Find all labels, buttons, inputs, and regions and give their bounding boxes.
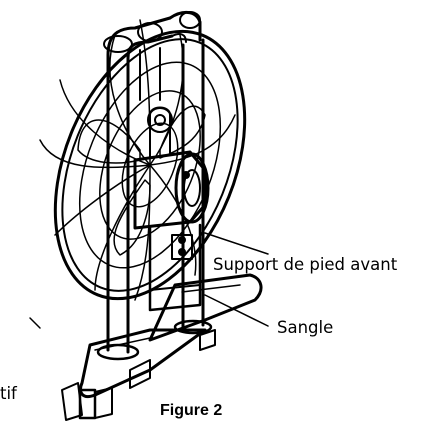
fan-grill: [39, 19, 247, 301]
motor-housing: [133, 106, 210, 230]
figure-caption: Figure 2: [160, 402, 223, 419]
base-assembly: [61, 223, 263, 421]
callout-partial-left: tif: [0, 384, 17, 403]
carry-handle: [103, 11, 202, 84]
callout-leaders: [29, 232, 269, 329]
callout-strap: Sangle: [277, 318, 334, 337]
callout-front-foot-support: Support de pied avant: [213, 255, 398, 274]
